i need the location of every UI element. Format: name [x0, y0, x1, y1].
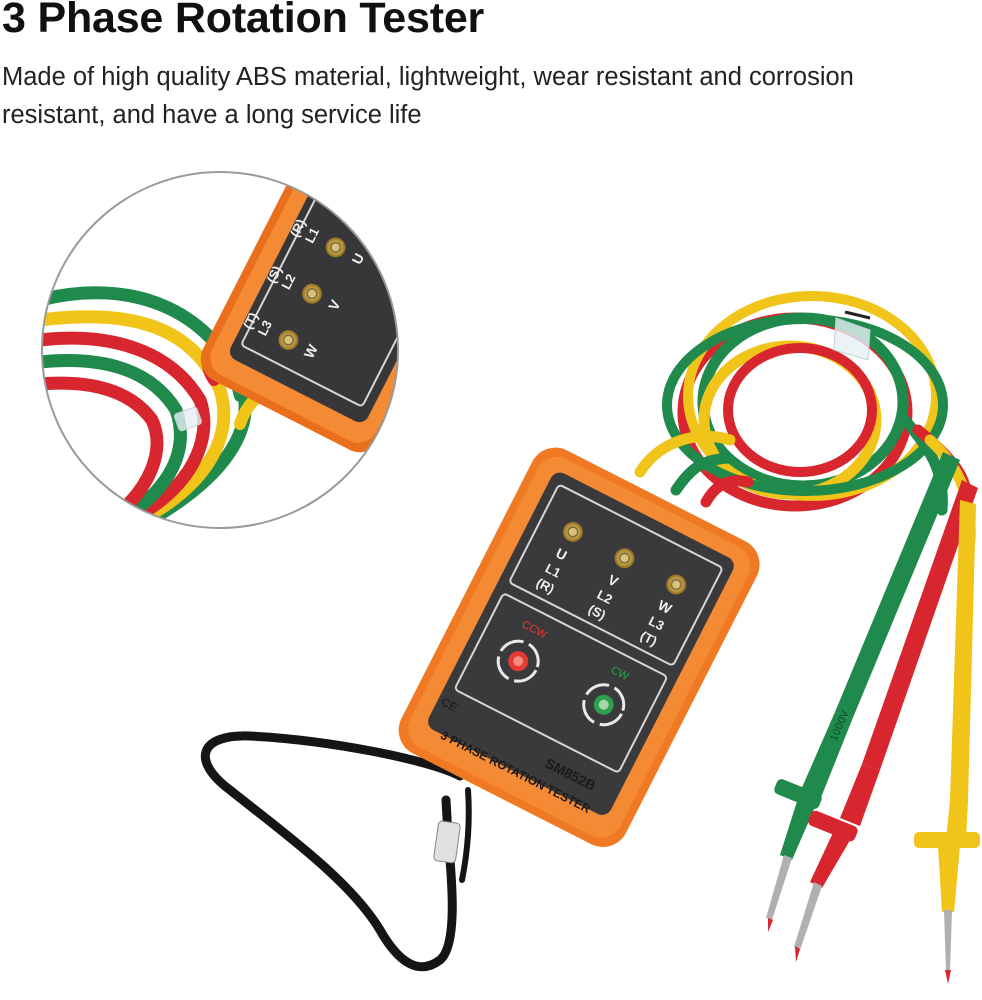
phase-u-line: L1	[543, 561, 563, 581]
phase-v-code: (S)	[586, 601, 608, 622]
coiled-leads	[634, 291, 976, 546]
probe-yellow	[914, 500, 980, 984]
product-description: Made of high quality ABS material, light…	[2, 63, 854, 129]
inset-closeup: W L3 (T) V L2 (S) U L1 (R)	[41, 171, 399, 529]
inset-phase-u-line: L1	[302, 225, 322, 245]
inset-phase-w-line: L3	[255, 318, 275, 338]
phase-v-line: L2	[595, 587, 615, 607]
phase-led-u	[562, 521, 583, 542]
probe-red	[794, 480, 978, 962]
phase-led-w	[666, 574, 687, 595]
inset-phase-v-code: (S)	[264, 263, 285, 285]
ccw-indicator	[496, 639, 540, 683]
cable-tie	[833, 310, 871, 361]
tester-body: U L1 (R) V L2 (S) W L3 (T) CCW CW CE SM8…	[398, 447, 760, 848]
inset-border	[41, 171, 399, 529]
inset-phase-v-line: L2	[278, 271, 298, 291]
tester-faceplate	[428, 472, 734, 815]
ce-mark: CE	[439, 695, 460, 715]
inset-phase-u-code: (R)	[287, 217, 309, 240]
lanyard-clip	[433, 820, 461, 864]
phase-led-v	[614, 548, 635, 569]
phase-w-line: L3	[646, 613, 666, 633]
inset-phase-w-code: (T)	[240, 310, 261, 332]
phase-u-code: (R)	[534, 575, 557, 597]
probe-green: 1000V	[766, 452, 960, 932]
phase-w-code: (T)	[638, 628, 660, 649]
page-title: 3 Phase Rotation Tester	[2, 0, 485, 42]
lanyard	[200, 731, 472, 972]
